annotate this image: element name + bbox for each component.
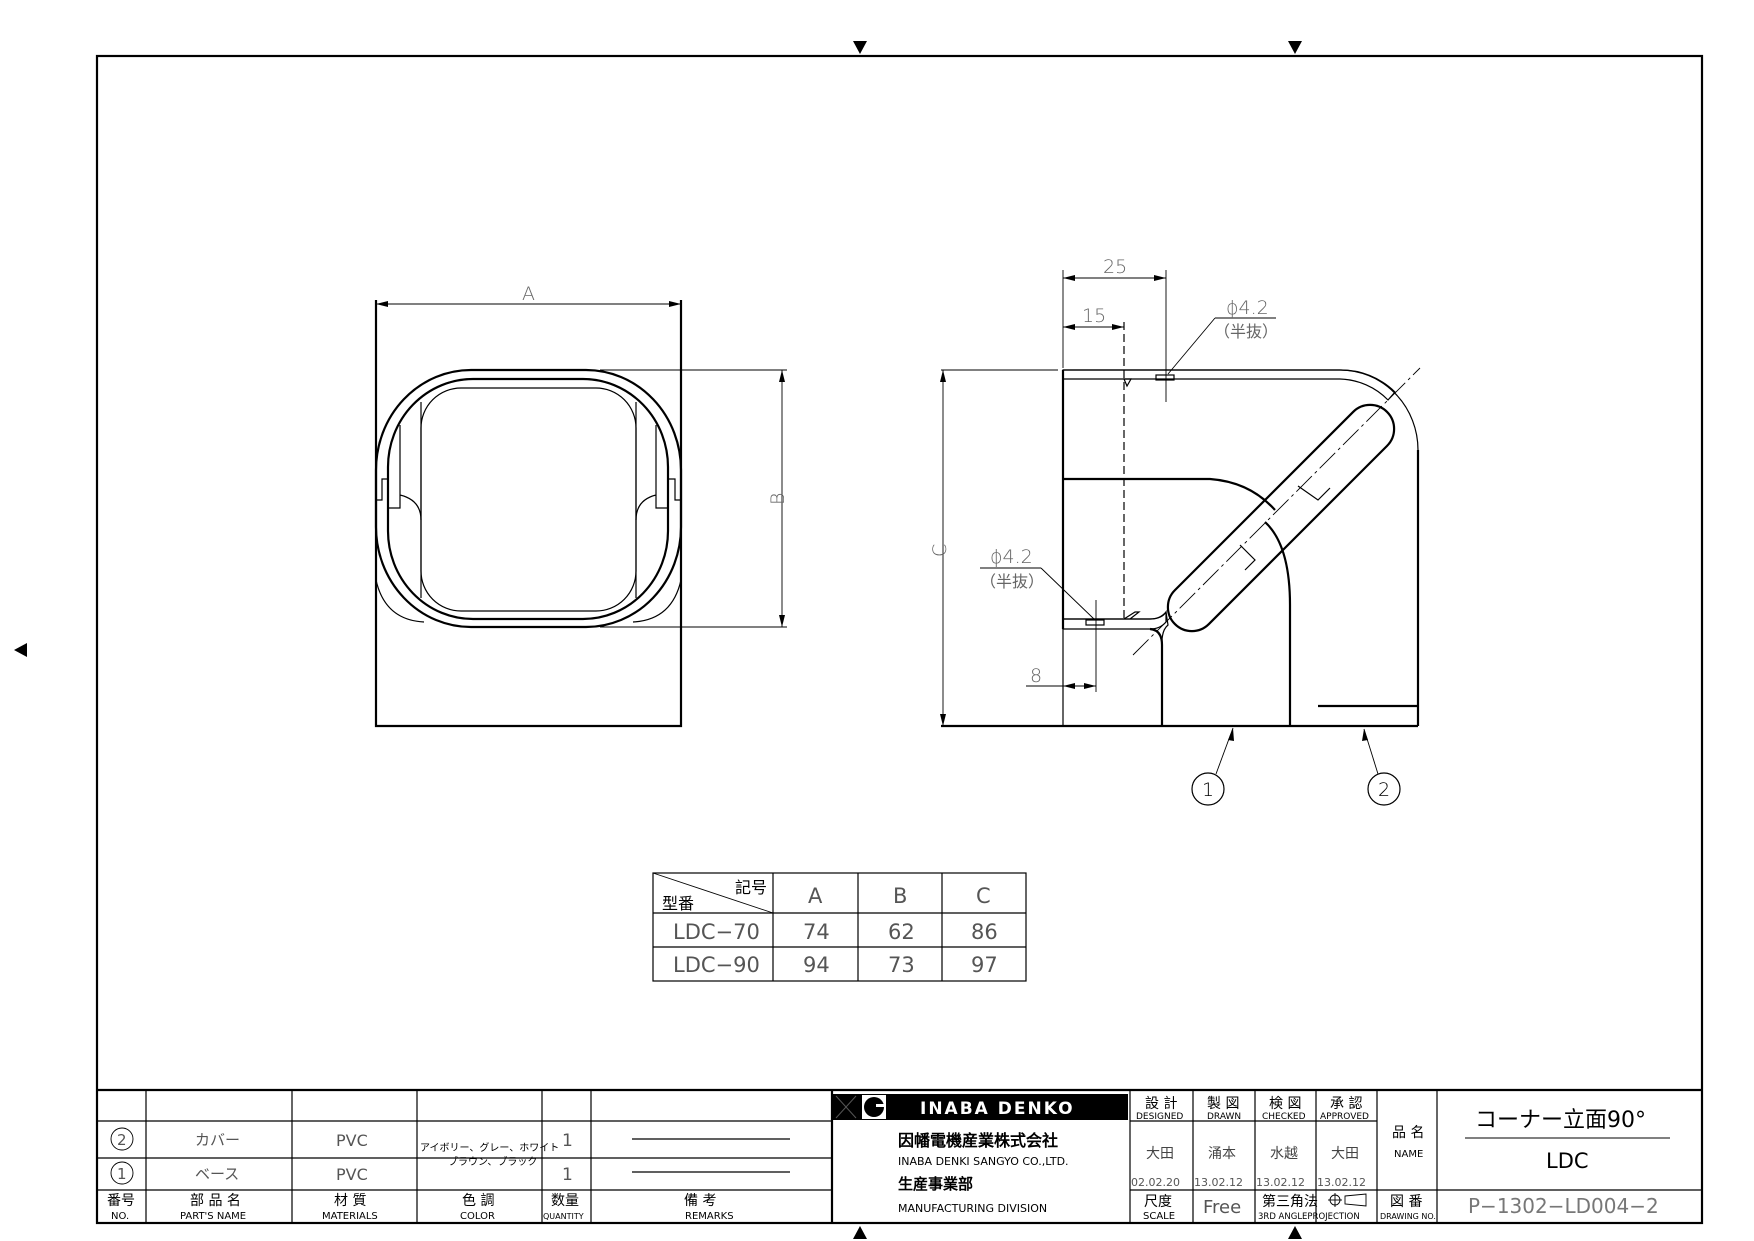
parts_list-headers-3-en: COLOR bbox=[460, 1211, 495, 1222]
hole-bottom-note: （半抜） bbox=[980, 572, 1044, 591]
dim-label-c: C bbox=[929, 544, 951, 557]
drawing-number: P−1302−LD004−2 bbox=[1468, 1194, 1659, 1218]
table-header-c: C bbox=[976, 884, 991, 908]
title-drawing_no_label_en: DRAWING NO. bbox=[1380, 1212, 1436, 1221]
approvals-2-name: 水越 bbox=[1270, 1146, 1298, 1162]
parts_list-headers-5-jp: 備 考 bbox=[684, 1193, 716, 1209]
center-mark-top-right bbox=[1288, 41, 1302, 54]
scale-en: SCALE bbox=[1143, 1211, 1175, 1222]
company-name-en: INABA DENKI SANGYO CO.,LTD. bbox=[898, 1155, 1069, 1168]
table-corner-symbol: 記号 bbox=[735, 878, 767, 897]
title-name_label_en: NAME bbox=[1394, 1149, 1423, 1160]
table-header-a: A bbox=[808, 884, 823, 908]
hole-bottom-size: ϕ4.2 bbox=[990, 546, 1033, 568]
approval-checked: 検 図 CHECKED 水越 13.02.12 bbox=[1256, 1096, 1306, 1189]
center-mark-left bbox=[14, 643, 27, 657]
parts_list-headers-4-en: QUANTITY bbox=[543, 1212, 584, 1221]
approvals-1-jp: 製 図 bbox=[1207, 1096, 1239, 1112]
size_table-rows-1-values-1: 73 bbox=[888, 953, 915, 977]
side-view: 25 15 ϕ4.2 （半抜） ϕ4.2 （半抜） 8 C 1 2 bbox=[929, 256, 1421, 806]
center-mark-top-left bbox=[853, 41, 867, 54]
balloon-part-2 bbox=[1367, 772, 1401, 806]
title-block: 2 1 カバー ベース PVC PVC アイボリー、グレー、ホワイト ブラウン、… bbox=[97, 1088, 1702, 1223]
approvals-1-en: DRAWN bbox=[1207, 1112, 1241, 1122]
parts_list-headers-0-en: NO. bbox=[111, 1211, 129, 1222]
approvals-3-name: 大田 bbox=[1331, 1146, 1359, 1162]
dim-label-a: A bbox=[522, 283, 535, 305]
approvals-3-en: APPROVED bbox=[1320, 1112, 1369, 1122]
hole-top-size: ϕ4.2 bbox=[1226, 297, 1269, 319]
part-name: ベース bbox=[195, 1165, 239, 1183]
approval-designed: 設 計 DESIGNED 大田 02.02.20 bbox=[1131, 1096, 1183, 1189]
parts_list-headers-3-jp: 色 調 bbox=[462, 1192, 494, 1209]
parts_list-headers-2-en: MATERIALS bbox=[322, 1211, 378, 1222]
table-corner-model: 型番 bbox=[662, 894, 694, 913]
division-jp: 生産事業部 bbox=[898, 1175, 973, 1193]
parts_list-rows-0-no: 2 bbox=[117, 1131, 127, 1149]
size_table-rows-0-values-0: 74 bbox=[803, 920, 830, 944]
approvals-0-name: 大田 bbox=[1146, 1146, 1174, 1162]
product-name: コーナー立面90° bbox=[1475, 1108, 1646, 1133]
projection-label: 第三角法 bbox=[1262, 1193, 1318, 1210]
table-row-model: LDC−90 bbox=[673, 953, 760, 977]
dim-25: 25 bbox=[1103, 256, 1127, 278]
views-side-balloon_1: 1 bbox=[1202, 779, 1214, 801]
approvals-2-jp: 検 図 bbox=[1269, 1096, 1301, 1112]
approvals-0-jp: 設 計 bbox=[1145, 1096, 1177, 1112]
approvals-1-name: 涌本 bbox=[1208, 1146, 1236, 1162]
part-no-1 bbox=[110, 1161, 134, 1185]
approvals-3-date: 13.02.12 bbox=[1317, 1176, 1366, 1189]
views-side-balloon_2: 2 bbox=[1378, 779, 1390, 801]
center-mark-bottom-left bbox=[853, 1226, 867, 1239]
parts_list-headers-1-jp: 部 品 名 bbox=[190, 1193, 241, 1209]
third-angle-projection-icon bbox=[1328, 1193, 1367, 1207]
size_table-rows-1-values-0: 94 bbox=[803, 953, 830, 977]
balloon-part-1 bbox=[1191, 772, 1225, 806]
drawing-no-label: 図 番 bbox=[1390, 1194, 1422, 1210]
approvals-0-date: 02.02.20 bbox=[1131, 1176, 1180, 1189]
brand-name: INABA DENKO bbox=[920, 1099, 1075, 1119]
part-name: カバー bbox=[195, 1131, 240, 1149]
approvals-2-en: CHECKED bbox=[1262, 1112, 1306, 1122]
part-quantity: 1 bbox=[562, 1131, 573, 1151]
dim-8: 8 bbox=[1030, 665, 1042, 687]
scale-value: Free bbox=[1203, 1197, 1241, 1218]
parts_list-headers-1-en: PART'S NAME bbox=[180, 1211, 246, 1222]
scale-label: 尺度 bbox=[1144, 1194, 1172, 1210]
part-color: アイボリー、グレー、ホワイト bbox=[420, 1141, 559, 1154]
name-label: 品 名 bbox=[1392, 1125, 1424, 1141]
approval-drawn: 製 図 DRAWN 涌本 13.02.12 bbox=[1194, 1096, 1243, 1189]
product-code: LDC bbox=[1546, 1149, 1589, 1173]
size_table-rows-0-values-1: 62 bbox=[888, 920, 915, 944]
dim-label-b: B bbox=[767, 493, 789, 505]
part-color: ブラウン、ブラック bbox=[448, 1155, 537, 1168]
company-name-jp: 因幡電機産業株式会社 bbox=[898, 1131, 1058, 1150]
part-quantity: 1 bbox=[562, 1165, 573, 1185]
parts_list-headers-0-jp: 番号 bbox=[107, 1193, 135, 1209]
dim-15: 15 bbox=[1082, 305, 1106, 327]
approvals-0-en: DESIGNED bbox=[1136, 1112, 1183, 1122]
size_table-rows-0-values-2: 86 bbox=[971, 920, 998, 944]
table-header-b: B bbox=[893, 884, 907, 908]
hole-top-note: （半抜） bbox=[1214, 322, 1278, 341]
drawing-border bbox=[95, 54, 1704, 1225]
part-material: PVC bbox=[336, 1131, 368, 1150]
approvals-3-jp: 承 認 bbox=[1330, 1096, 1362, 1112]
size-table: 記号 型番 A B C LDC−70 74 62 86 LDC−90 94 73… bbox=[652, 872, 1027, 982]
parts_list-headers-4-jp: 数量 bbox=[551, 1193, 579, 1209]
table-row-model: LDC−70 bbox=[673, 920, 760, 944]
center-mark-bottom-right bbox=[1288, 1226, 1302, 1239]
approvals-1-date: 13.02.12 bbox=[1194, 1176, 1243, 1189]
parts_list-headers-5-en: REMARKS bbox=[685, 1211, 734, 1222]
parts_list-headers-2-jp: 材 質 bbox=[334, 1193, 366, 1209]
part-material: PVC bbox=[336, 1165, 368, 1184]
approvals-2-date: 13.02.12 bbox=[1256, 1176, 1305, 1189]
division-en: MANUFACTURING DIVISION bbox=[898, 1202, 1047, 1215]
front-view: A B bbox=[374, 283, 789, 728]
part-no-2 bbox=[110, 1127, 134, 1151]
approval-approved: 承 認 APPROVED 大田 13.02.12 bbox=[1317, 1096, 1369, 1189]
projection-en: 3RD ANGLEPROJECTION bbox=[1258, 1212, 1360, 1222]
parts_list-rows-1-no: 1 bbox=[117, 1165, 127, 1183]
size_table-rows-1-values-2: 97 bbox=[971, 953, 998, 977]
